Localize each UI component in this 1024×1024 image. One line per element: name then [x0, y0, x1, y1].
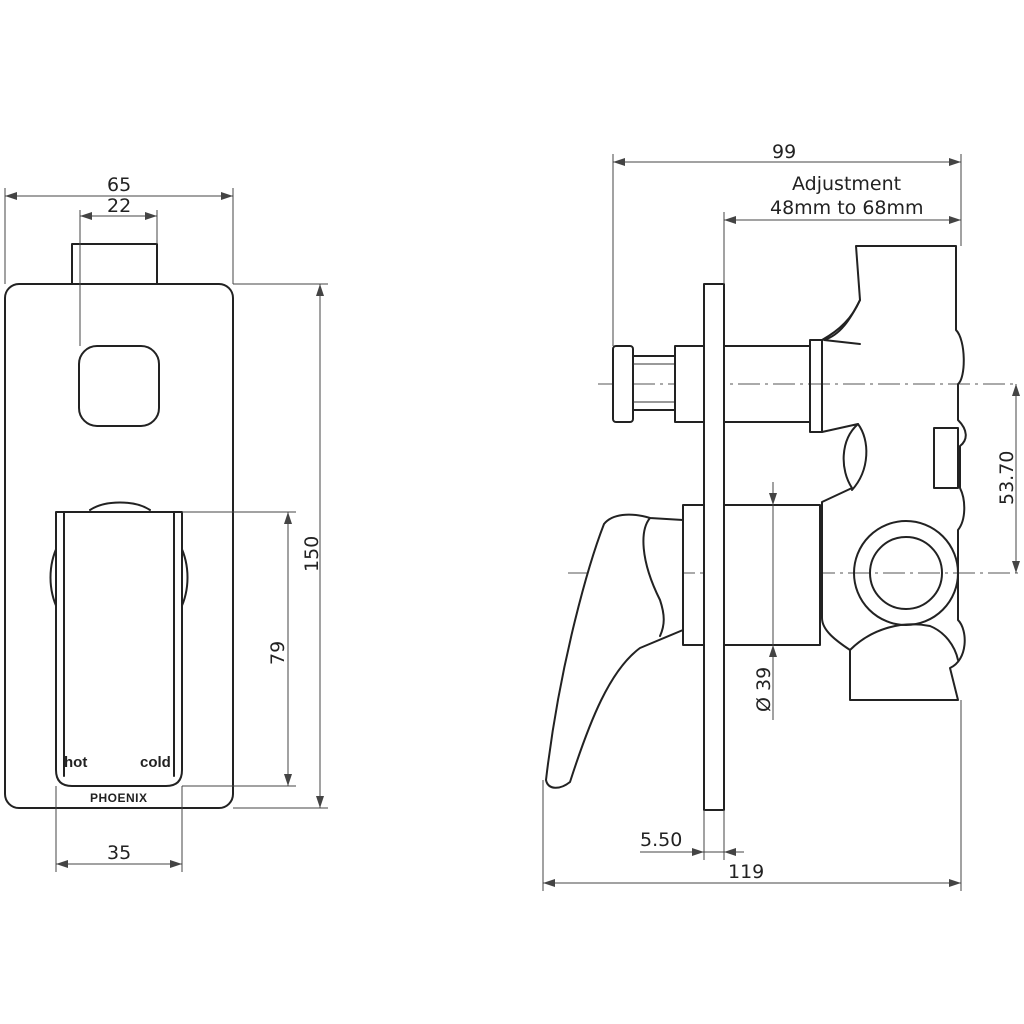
valve-body-lower: [849, 623, 959, 661]
arrow-150-top: [316, 284, 324, 296]
valve-outlet: [933, 427, 959, 489]
arrow-550-left: [692, 848, 704, 856]
arrow-150-bottom: [316, 796, 324, 808]
dim-label-22: 22: [107, 195, 131, 217]
arrow-79-bottom: [284, 774, 292, 786]
diverter-button: [78, 345, 160, 427]
arrow-adjustment-right: [949, 216, 961, 224]
diverter-collar: [674, 345, 705, 423]
adjustment-title: Adjustment: [792, 173, 901, 195]
arrow-119-left: [543, 879, 555, 887]
mixer-housing: [723, 504, 821, 646]
lever-side-inner: [642, 517, 665, 637]
outlet-ring-inner: [869, 536, 943, 610]
side-view: 99 Adjustment 48mm to 68mm 53.70 Ø 39 5.…: [542, 141, 1020, 891]
dim-label-119: 119: [728, 861, 764, 883]
arrow-65-left: [5, 192, 17, 200]
arrow-5370-top: [1012, 384, 1020, 396]
front-view: hot cold PHOENIX 65 22 150 79: [4, 174, 328, 872]
outlet-ring-outer: [853, 520, 959, 626]
arrow-diameter-bottom: [769, 645, 777, 657]
arrow-79-top: [284, 512, 292, 524]
arrow-diameter-top: [769, 493, 777, 505]
arrow-22-left: [80, 212, 92, 220]
arrow-35-left: [56, 860, 68, 868]
cold-label: cold: [140, 754, 171, 771]
adjustment-range: 48mm to 68mm: [770, 197, 924, 219]
valve-body: [821, 245, 967, 701]
arrow-5370-bottom: [1012, 561, 1020, 573]
wall-plate-side: [703, 283, 725, 811]
arrow-119-right: [949, 879, 961, 887]
dim-label-diameter: Ø 39: [753, 667, 775, 712]
dim-label-35: 35: [107, 842, 131, 864]
brand-label: PHOENIX: [90, 791, 148, 805]
dim-label-99: 99: [772, 141, 796, 163]
arrow-99-left: [613, 158, 625, 166]
arrow-99-right: [949, 158, 961, 166]
mixer-lever-side: [545, 513, 684, 789]
mixer-escutcheon: [682, 504, 705, 646]
arrow-adjustment-left: [724, 216, 736, 224]
diverter-knob: [612, 345, 634, 423]
dim-label-79: 79: [267, 641, 289, 665]
dim-label-5370: 53.70: [996, 451, 1018, 505]
diverter-housing-top: [71, 243, 158, 285]
arrow-35-right: [170, 860, 182, 868]
lever-hub-top: [89, 501, 151, 511]
valve-body-inner-mid: [851, 423, 868, 491]
arrow-550-right: [724, 848, 736, 856]
dim-label-65: 65: [107, 174, 131, 196]
valve-body-inner-top: [823, 299, 861, 345]
mixer-lever: [55, 511, 183, 787]
arrow-65-right: [221, 192, 233, 200]
dim-label-150: 150: [301, 536, 323, 572]
diverter-nut: [809, 339, 823, 433]
arrow-22-right: [145, 212, 157, 220]
hot-label: hot: [64, 754, 87, 771]
dim-label-550: 5.50: [640, 829, 682, 851]
